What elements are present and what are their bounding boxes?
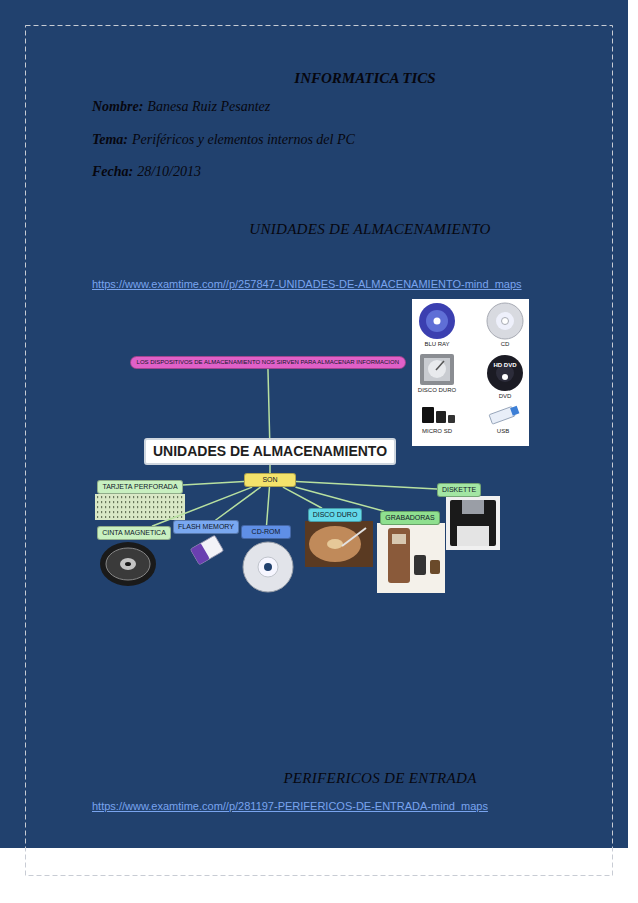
page-title: INFORMATICA TICS — [294, 70, 435, 87]
diskette — [446, 496, 500, 550]
image-caption: BLU RAY — [424, 341, 449, 347]
hyperlink: https://www.examtime.com//p/281197-PERIF… — [92, 800, 488, 812]
node-text: CD-ROM — [246, 528, 286, 536]
field-label: Fecha: — [92, 164, 133, 180]
image-caption: DVD — [499, 393, 512, 399]
topic-box: DISCO DURO — [308, 508, 363, 522]
hyperlink: https://www.examtime.com//p/257847-UNIDA… — [92, 278, 522, 290]
tape-reel — [100, 542, 156, 586]
node-text: CINTA MAGNETICA — [102, 529, 166, 537]
field-value: Periféricos y elementos internos del PC — [132, 132, 355, 148]
image-caption: DISCO DURO — [418, 387, 456, 393]
node-text: DISCO DURO — [313, 511, 358, 519]
topic-box: FLASH MEMORY — [173, 520, 239, 534]
image-caption: MICRO SD — [422, 428, 452, 434]
topic-box: CD-ROM — [241, 525, 291, 539]
connector-line — [269, 465, 271, 473]
cd-disc — [243, 542, 293, 592]
node-text: DISKETTE — [442, 486, 476, 494]
connector-box: SON — [244, 473, 296, 487]
node-text: UNIDADES DE ALMACENAMIENTO — [153, 443, 387, 460]
image-caption: CD — [501, 341, 510, 347]
field-value: Banesa Ruiz Pesantez — [147, 99, 270, 115]
node-text: LOS DISPOSITIVOS DE ALMACENAMIENTO NOS S… — [137, 359, 399, 366]
topic-box: CINTA MAGNETICA — [97, 526, 171, 540]
hard-disk — [305, 521, 373, 567]
topic-pill: LOS DISPOSITIVOS DE ALMACENAMIENTO NOS S… — [130, 356, 406, 369]
node-text: GRABADORAS — [385, 514, 434, 522]
topic-box: DISKETTE — [437, 483, 481, 497]
flash-drive — [190, 535, 223, 565]
node-text: SON — [249, 476, 291, 484]
media-collage — [412, 299, 529, 446]
section-heading: UNIDADES DE ALMACENAMIENTO — [249, 221, 490, 238]
topic-box: GRABADORAS — [380, 511, 439, 525]
image-caption: USB — [497, 428, 509, 434]
connector-line — [268, 369, 270, 438]
connector-line — [216, 487, 260, 520]
central-topic: UNIDADES DE ALMACENAMIENTO — [144, 438, 396, 465]
image-caption: HD DVD — [493, 362, 516, 368]
node-text: FLASH MEMORY — [178, 523, 234, 531]
connector-line — [296, 482, 437, 489]
field-value: 28/10/2013 — [137, 164, 201, 180]
field-label: Nombre: — [92, 99, 143, 115]
connector-line — [183, 482, 244, 485]
recorders — [377, 523, 445, 593]
section-heading: PERIFERICOS DE ENTRADA — [283, 770, 476, 787]
field-label: Tema: — [92, 132, 128, 148]
topic-box: TARJETA PERFORADA — [97, 480, 182, 494]
node-text: TARJETA PERFORADA — [102, 483, 177, 491]
punched-card — [95, 494, 185, 520]
connector-line — [283, 487, 321, 508]
connector-line — [267, 487, 270, 525]
